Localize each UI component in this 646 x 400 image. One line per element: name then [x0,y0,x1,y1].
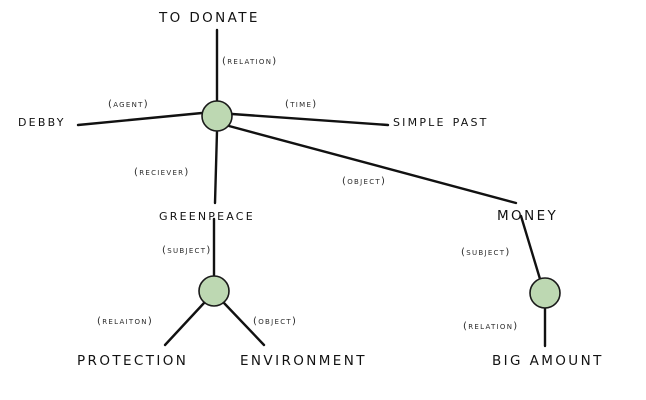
role-label-r_agent: (Agent) [108,99,149,110]
concept-label-c_greenpeace: Greenpeace [159,206,255,224]
role-label-r_object_2: (Object) [253,316,298,327]
relation-node-n3[interactable] [529,277,561,309]
edge-e_simplepast [230,112,390,127]
node-layer [198,100,561,309]
role-label-r_relation_1: (Relation) [222,56,278,67]
relation-node-n2[interactable] [198,275,230,307]
concept-label-c_environment: Environment [240,353,367,369]
concept-label-c_money: Money [497,208,559,224]
edge-e_environment [222,301,266,347]
concept-label-c_debby: Debby [18,112,66,130]
edge-e_money [227,124,518,205]
role-label-r_reciever: (Reciever) [134,167,190,178]
role-label-r_relaiton: (Relaiton) [97,316,154,327]
edge-e_greenpeace [213,129,219,205]
edge-layer [76,28,547,348]
role-label-r_subject_1: (Subject) [162,245,212,256]
role-label-r_object_1: (Object) [342,176,387,187]
role-label-r_time: (Time) [285,99,318,110]
edge-e_debby [76,111,204,127]
edge-e_money_node [519,214,542,281]
concept-label-c_bigamount: Big amount [492,353,604,369]
role-label-r_subject_2: (Subject) [461,247,511,258]
concept-label-c_simplepast: Simple past [393,112,489,130]
concept-label-c_donate: To donate [159,10,260,26]
role-label-r_relation_2: (Relation) [463,321,519,332]
concept-label-c_protection: Protection [77,353,189,369]
edge-e_protection [163,301,206,347]
relation-node-n1[interactable] [201,100,233,132]
